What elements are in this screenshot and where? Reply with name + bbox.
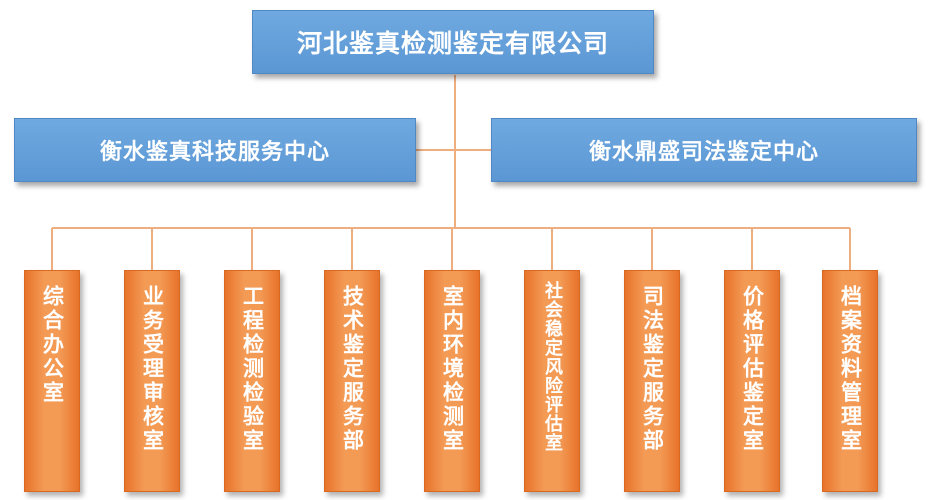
dept-label-4: 技术鉴定服务部 bbox=[340, 285, 365, 453]
dept-box-6: 社会稳定风险评估室 bbox=[524, 270, 580, 492]
dept-box-3: 工程检测检验室 bbox=[224, 270, 280, 492]
dept-box-7: 司法鉴定服务部 bbox=[624, 270, 680, 492]
center-box-keji: 衡水鉴真科技服务中心 bbox=[14, 118, 416, 182]
dept-label-3: 工程检测检验室 bbox=[240, 285, 265, 453]
dept-label-5: 室内环境检测室 bbox=[440, 285, 465, 453]
dept-box-1: 综合办公室 bbox=[24, 270, 80, 492]
dept-box-5: 室内环境检测室 bbox=[424, 270, 480, 492]
dept-label-8: 价格评估鉴定室 bbox=[740, 285, 765, 453]
dept-box-2: 业务受理审核室 bbox=[124, 270, 180, 492]
root-company-box: 河北鉴真检测鉴定有限公司 bbox=[252, 10, 654, 74]
dept-label-7: 司法鉴定服务部 bbox=[640, 285, 665, 453]
dept-label-6: 社会稳定风险评估室 bbox=[542, 281, 563, 452]
dept-box-4: 技术鉴定服务部 bbox=[324, 270, 380, 492]
dept-label-9: 档案资料管理室 bbox=[838, 285, 863, 453]
dept-box-8: 价格评估鉴定室 bbox=[724, 270, 780, 492]
dept-box-9: 档案资料管理室 bbox=[822, 270, 878, 492]
center-box-sifa: 衡水鼎盛司法鉴定中心 bbox=[491, 118, 917, 182]
dept-label-2: 业务受理审核室 bbox=[140, 285, 165, 453]
dept-label-1: 综合办公室 bbox=[40, 285, 65, 405]
